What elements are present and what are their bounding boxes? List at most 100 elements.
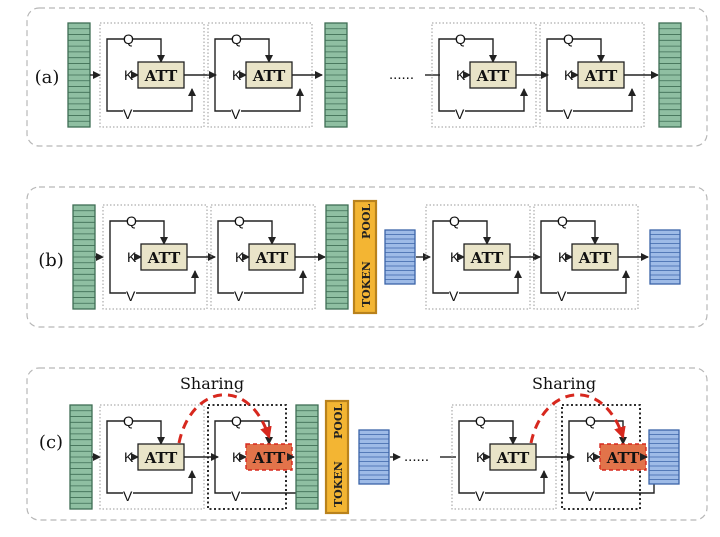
query-label: Q — [475, 413, 486, 429]
value-label: V — [585, 488, 595, 504]
qkv-branch-lines — [438, 38, 457, 112]
att-box — [577, 61, 625, 89]
att-box — [140, 243, 188, 271]
query-label: Q — [123, 413, 134, 429]
key-label: K — [558, 249, 568, 265]
query-arrow — [567, 220, 599, 245]
row-label-a: (a) — [35, 67, 60, 88]
key-label: K — [232, 67, 242, 83]
query-arrow — [465, 38, 497, 63]
value-arrow — [485, 470, 548, 494]
value-label: V — [126, 288, 136, 304]
attention-module-frame — [451, 404, 557, 510]
sharing-label: Sharing — [180, 374, 244, 393]
att-label: ATT — [252, 449, 286, 467]
attention-module-frame — [210, 204, 316, 310]
value-label: V — [234, 288, 244, 304]
value-arrow — [136, 270, 199, 294]
value-label: V — [449, 288, 459, 304]
attention-module-frame — [99, 404, 205, 510]
key-label: K — [586, 449, 596, 465]
key-label: K — [124, 449, 134, 465]
value-arrow — [465, 88, 528, 112]
att-label: ATT — [470, 249, 504, 267]
att-box — [571, 243, 619, 271]
query-arrow — [133, 420, 165, 445]
query-label: Q — [231, 413, 242, 429]
att-label: ATT — [252, 67, 286, 85]
value-label: V — [123, 488, 133, 504]
value-arrow — [241, 470, 304, 494]
qkv-branch-lines — [432, 220, 451, 294]
query-label: Q — [455, 31, 466, 47]
att-box — [137, 61, 185, 89]
value-arrow — [459, 270, 522, 294]
qkv-branch-lines — [217, 220, 236, 294]
att-label: ATT — [496, 449, 530, 467]
key-label: K — [456, 67, 466, 83]
query-arrow — [133, 38, 165, 63]
att-label: ATT — [147, 249, 181, 267]
shared-attention-module-frame — [207, 404, 287, 510]
ellipsis: ...... — [404, 448, 429, 465]
query-arrow — [573, 38, 605, 63]
token-pool-bar — [324, 399, 350, 515]
att-box — [248, 243, 296, 271]
shared-att-box — [599, 443, 647, 471]
attention-module-frame — [99, 22, 205, 128]
key-label: K — [450, 249, 460, 265]
query-arrow — [244, 220, 276, 245]
token-pool-label-pool: POOL — [332, 404, 345, 439]
value-arrow — [133, 88, 196, 112]
att-label: ATT — [144, 67, 178, 85]
ellipsis: ...... — [389, 66, 414, 83]
att-box — [463, 243, 511, 271]
key-label: K — [124, 67, 134, 83]
query-label: Q — [563, 31, 574, 47]
qkv-branch-lines — [568, 420, 587, 494]
qkv-branch-lines — [540, 220, 559, 294]
key-label: K — [564, 67, 574, 83]
row-label-b: (b) — [38, 250, 64, 271]
value-arrow — [573, 88, 636, 112]
value-label: V — [563, 106, 573, 122]
att-label: ATT — [476, 67, 510, 85]
qkv-branch-lines — [109, 220, 128, 294]
value-arrow — [241, 88, 304, 112]
qkv-branch-lines — [106, 38, 125, 112]
shared-att-box — [245, 443, 293, 471]
query-label: Q — [585, 413, 596, 429]
sharing-arrow — [529, 393, 626, 444]
qkv-branch-lines — [106, 420, 125, 494]
key-label: K — [476, 449, 486, 465]
attention-module-frame — [533, 204, 639, 310]
shared-attention-module-frame — [561, 404, 641, 510]
sharing-arrow — [177, 393, 272, 444]
query-label: Q — [557, 213, 568, 229]
value-arrow — [133, 470, 196, 494]
attention-module-frame — [425, 204, 531, 310]
panel-c — [26, 367, 708, 521]
attention-module-frame — [207, 22, 313, 128]
attention-module-frame — [539, 22, 645, 128]
att-label: ATT — [606, 449, 640, 467]
value-label: V — [455, 106, 465, 122]
query-label: Q — [234, 213, 245, 229]
query-arrow — [136, 220, 168, 245]
panel-b — [26, 186, 708, 328]
key-label: K — [127, 249, 137, 265]
att-label: ATT — [578, 249, 612, 267]
attention-module-frame — [102, 204, 208, 310]
query-label: Q — [126, 213, 137, 229]
value-arrow — [244, 270, 307, 294]
query-label: Q — [231, 31, 242, 47]
value-arrow — [595, 470, 658, 494]
att-label: ATT — [255, 249, 289, 267]
query-arrow — [485, 420, 517, 445]
qkv-branch-lines — [214, 38, 233, 112]
att-label: ATT — [584, 67, 618, 85]
value-label: V — [231, 106, 241, 122]
token-pool-label-token: TOKEN — [332, 461, 345, 507]
value-label: V — [123, 106, 133, 122]
